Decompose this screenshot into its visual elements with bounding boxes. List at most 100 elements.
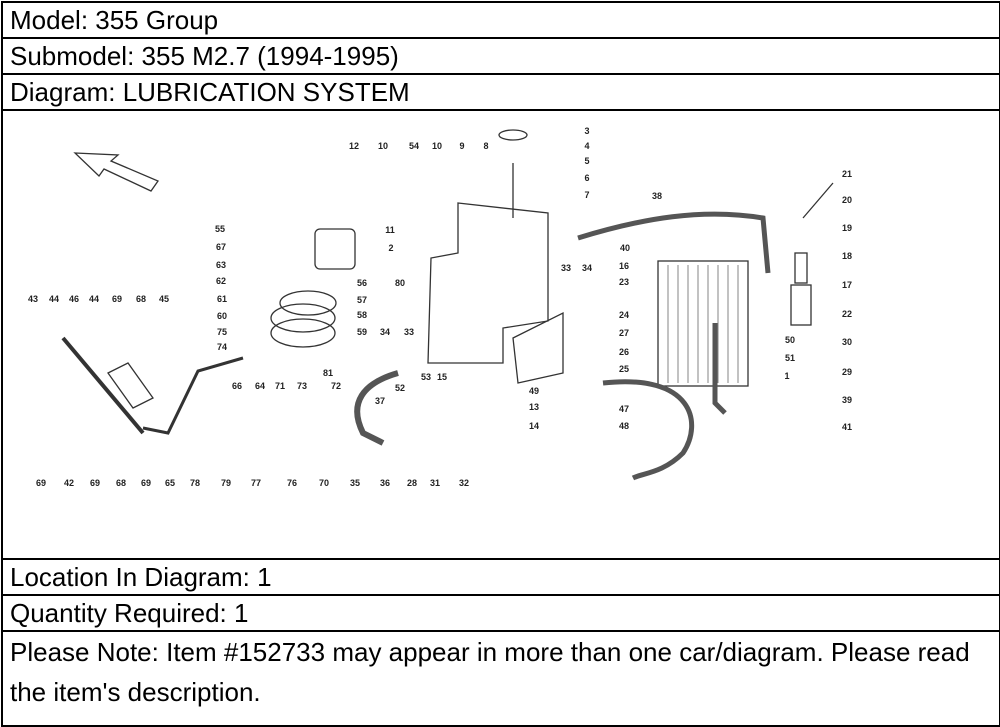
- part-number-label: 32: [459, 478, 469, 488]
- part-number-label: 54: [409, 141, 419, 151]
- part-number-label: 58: [357, 310, 367, 320]
- part-number-label: 9: [459, 141, 464, 151]
- part-number-label: 63: [216, 260, 226, 270]
- part-number-label: 75: [217, 327, 227, 337]
- part-number-label: 5: [584, 156, 589, 166]
- part-number-label: 39: [842, 395, 852, 405]
- part-number-label: 56: [357, 278, 367, 288]
- part-number-label: 3: [584, 126, 589, 136]
- part-number-label: 30: [842, 337, 852, 347]
- part-number-label: 16: [619, 261, 629, 271]
- part-number-label: 11: [385, 225, 395, 235]
- hose-35: [354, 370, 399, 446]
- submodel-row: Submodel: 355 M2.7 (1994-1995): [3, 39, 999, 75]
- part-number-label: 62: [216, 276, 226, 286]
- part-number-label: 48: [619, 421, 629, 431]
- part-number-label: 8: [483, 141, 488, 151]
- part-number-label: 6: [584, 173, 589, 183]
- part-number-label: 45: [159, 294, 169, 304]
- part-number-label: 40: [620, 243, 630, 253]
- part-number-label: 20: [842, 195, 852, 205]
- pipe-65: [142, 356, 244, 435]
- part-number-label: 69: [36, 478, 46, 488]
- part-number-label: 41: [842, 422, 852, 432]
- part-number-label: 69: [141, 478, 151, 488]
- part-number-label: 77: [251, 478, 261, 488]
- part-number-label: 35: [350, 478, 360, 488]
- part-number-label: 53: [421, 372, 431, 382]
- part-number-label: 34: [380, 327, 390, 337]
- part-number-label: 29: [842, 367, 852, 377]
- part-number-label: 69: [112, 294, 122, 304]
- hose-39: [712, 323, 727, 415]
- part-number-label: 44: [89, 294, 99, 304]
- part-number-label: 80: [395, 278, 405, 288]
- part-number-label: 79: [221, 478, 231, 488]
- part-number-label: 65: [165, 478, 175, 488]
- part-number-label: 28: [407, 478, 417, 488]
- part-number-label: 59: [357, 327, 367, 337]
- part-number-label: 67: [216, 242, 226, 252]
- part-number-label: 22: [842, 309, 852, 319]
- part-number-label: 25: [619, 364, 629, 374]
- part-number-label: 50: [785, 335, 795, 345]
- part-number-label: 10: [432, 141, 442, 151]
- part-number-label: 81: [323, 368, 333, 378]
- part-number-label: 71: [275, 381, 285, 391]
- part-number-label: 44: [49, 294, 59, 304]
- part-number-label: 49: [529, 386, 539, 396]
- oil-tank: [427, 202, 549, 364]
- part-number-label: 17: [842, 280, 852, 290]
- part-number-label: 18: [842, 251, 852, 261]
- part-number-label: 13: [529, 402, 539, 412]
- part-number-label: 72: [331, 381, 341, 391]
- part-number-label: 27: [619, 328, 629, 338]
- part-number-label: 60: [217, 311, 227, 321]
- part-number-label: 47: [619, 404, 629, 414]
- model-row: Model: 355 Group: [3, 3, 999, 39]
- part-number-label: 70: [319, 478, 329, 488]
- part-number-label: 43: [28, 294, 38, 304]
- part-number-label: 66: [232, 381, 242, 391]
- oil-filter: [314, 228, 356, 270]
- part-number-label: 68: [136, 294, 146, 304]
- direction-arrow-icon: [73, 152, 159, 192]
- part-number-label: 33: [561, 263, 571, 273]
- hose-41: [602, 379, 695, 481]
- part-number-label: 23: [619, 277, 629, 287]
- part-number-label: 1: [784, 371, 789, 381]
- part-number-label: 37: [375, 396, 385, 406]
- part-number-label: 2: [388, 243, 393, 253]
- part-number-label: 15: [437, 372, 447, 382]
- part-number-label: 24: [619, 310, 629, 320]
- part-number-label: 52: [395, 383, 405, 393]
- part-number-label: 26: [619, 347, 629, 357]
- part-number-label: 38: [652, 191, 662, 201]
- part-number-label: 78: [190, 478, 200, 488]
- part-number-label: 57: [357, 295, 367, 305]
- part-number-label: 51: [785, 353, 795, 363]
- part-number-label: 21: [842, 169, 852, 179]
- part-number-label: 69: [90, 478, 100, 488]
- cover-45: [107, 362, 154, 409]
- part-number-label: 46: [69, 294, 79, 304]
- part-number-label: 76: [287, 478, 297, 488]
- quantity-row: Quantity Required: 1: [3, 596, 999, 632]
- pipe-42: [61, 336, 145, 435]
- part-number-label: 36: [380, 478, 390, 488]
- part-number-label: 10: [378, 141, 388, 151]
- location-row: Location In Diagram: 1: [3, 560, 999, 596]
- part-number-label: 64: [255, 381, 265, 391]
- hose-38: [577, 211, 771, 274]
- part-number-label: 61: [217, 294, 227, 304]
- part-number-label: 33: [404, 327, 414, 337]
- part-number-label: 4: [584, 141, 589, 151]
- please-note-text: Please Note: Item #152733 may appear in …: [10, 637, 970, 707]
- part-number-label: 14: [529, 421, 539, 431]
- part-number-label: 42: [64, 478, 74, 488]
- part-number-label: 7: [584, 190, 589, 200]
- diagram-title-row: Diagram: LUBRICATION SYSTEM: [3, 75, 999, 111]
